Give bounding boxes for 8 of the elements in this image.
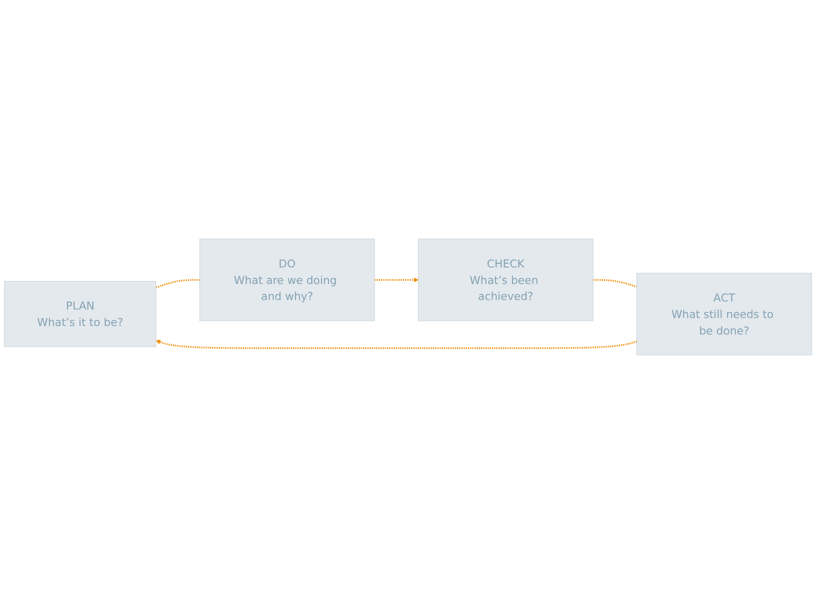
node-box: PLAN What’s it to be? [4, 281, 156, 348]
connector [593, 279, 638, 288]
node-box: CHECK What’s been achieved? [418, 238, 594, 322]
node-box: ACT What still needs to be done? [636, 272, 812, 356]
arrow [374, 278, 418, 282]
arrow [156, 340, 638, 350]
node-box: DO What are we doing and why? [199, 238, 375, 322]
connector [156, 279, 200, 288]
